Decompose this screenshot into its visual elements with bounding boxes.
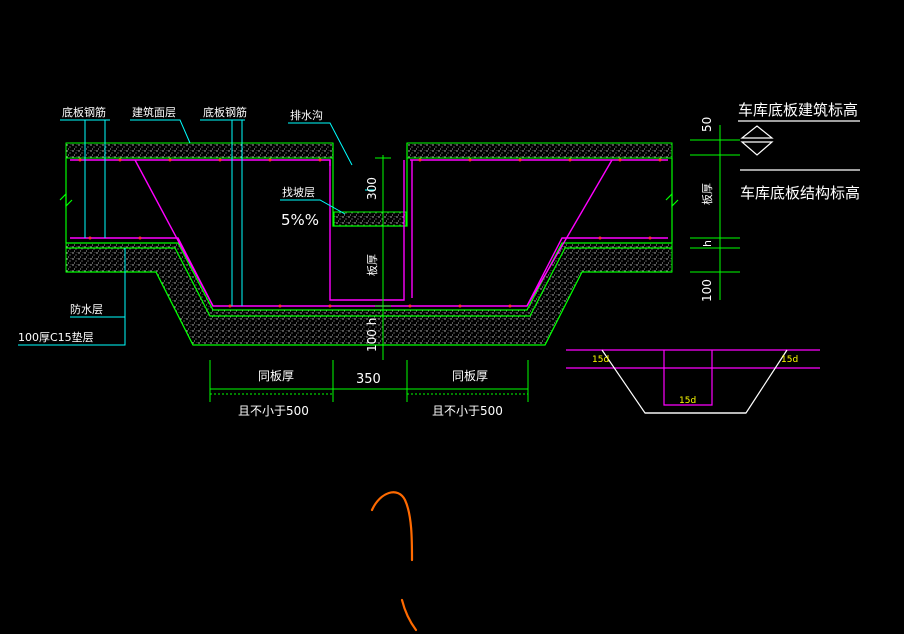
- label-struct-elevation: 车库底板结构标高: [740, 184, 860, 202]
- rebar-dots: [78, 158, 662, 308]
- finish-layer: [65, 142, 673, 159]
- label-bottom-rebar-2: 底板钢筋: [203, 105, 247, 119]
- slab-outline: [59, 143, 679, 346]
- label-cushion-layer: 100厚C15垫层: [18, 330, 94, 344]
- label-anchor-15d-right: 15d: [781, 355, 798, 365]
- rebar-lines: [70, 159, 668, 307]
- label-dim-100-right: 100: [700, 279, 714, 302]
- label-arch-elevation: 车库底板建筑标高: [738, 101, 858, 119]
- label-finish-layer: 建筑面层: [132, 105, 176, 119]
- label-dim-50: 50: [700, 117, 714, 132]
- label-min-500-left: 且不小于500: [238, 404, 309, 418]
- label-dim-h-right: h: [701, 240, 714, 247]
- hand-drawn-mark: [370, 491, 418, 632]
- dimension-lines: [209, 125, 740, 402]
- label-slab-thickness-right: 板厚: [700, 183, 714, 205]
- label-slope-percent: 5%%: [281, 211, 319, 229]
- label-drain-ditch: 排水沟: [290, 108, 323, 122]
- label-bottom-rebar-1: 底板钢筋: [62, 105, 106, 119]
- label-slab-thickness-mid: 板厚: [365, 254, 379, 276]
- label-dim-300: 300: [365, 177, 379, 200]
- label-dim-100h-bottom: 100 h: [365, 318, 379, 352]
- label-waterproof-layer: 防水层: [70, 302, 103, 316]
- label-dim-350: 350: [356, 372, 381, 387]
- label-min-500-right: 且不小于500: [432, 404, 503, 418]
- leader-lines: [18, 119, 375, 346]
- label-same-thickness-right: 同板厚: [452, 369, 488, 383]
- anchorage-detail: [566, 349, 820, 414]
- label-slope-layer: 找坡层: [282, 185, 315, 199]
- label-anchor-15d-left: 15d: [592, 355, 609, 365]
- label-same-thickness-left: 同板厚: [258, 369, 294, 383]
- labels: 底板钢筋 建筑面层 底板钢筋 排水沟 找坡层 5%% 防水层 100厚C15垫层…: [18, 101, 860, 418]
- elevation-symbols: [738, 120, 860, 171]
- label-anchor-15d-bottom: 15d: [679, 396, 696, 406]
